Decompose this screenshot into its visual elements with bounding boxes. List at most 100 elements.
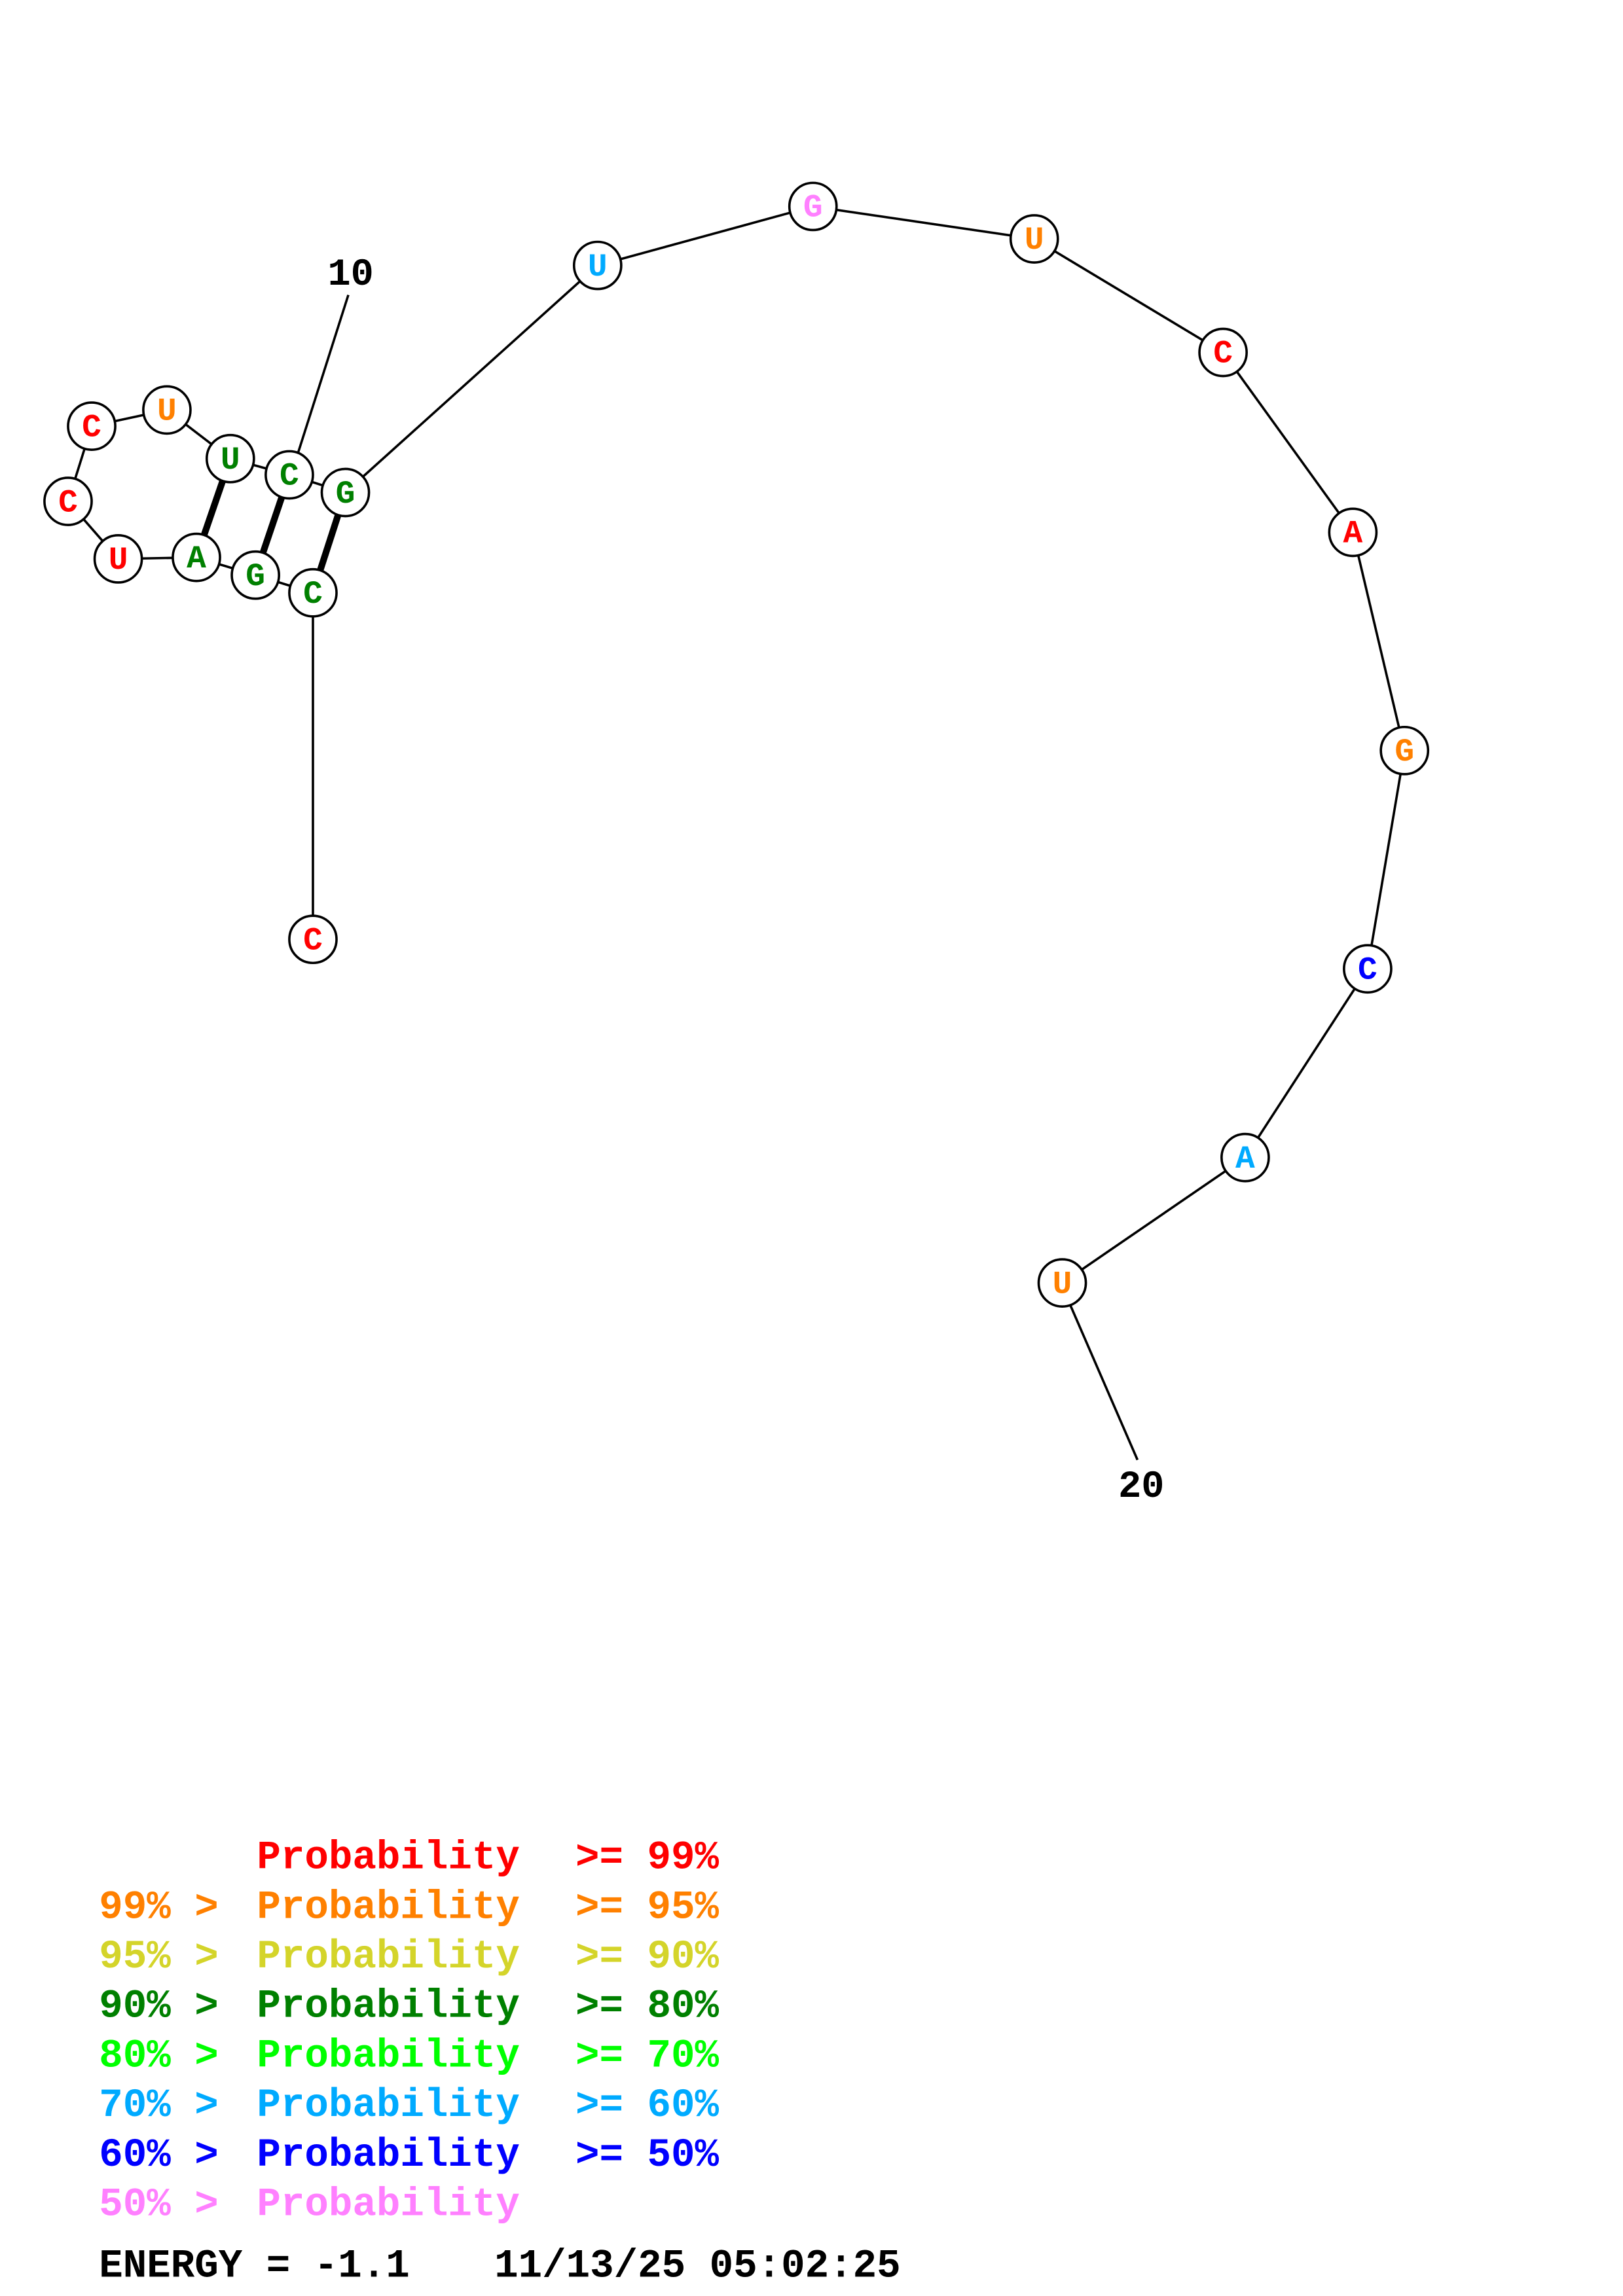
nucleotide-circle (572, 240, 623, 291)
backbone-link (1061, 1157, 1246, 1284)
legend-middle: Probability (257, 2183, 520, 2228)
nucleotide-circle (1198, 327, 1248, 378)
energy-readout: ENERGY = -1.1 (99, 2244, 410, 2289)
nucleotide-circle (288, 914, 338, 965)
nucleotide-circle (142, 385, 192, 435)
nucleotide-5: U (93, 534, 143, 584)
nucleotide-circle (1037, 1258, 1087, 1308)
legend-middle: Probability (257, 1836, 520, 1881)
nucleotide-14: U (1009, 214, 1059, 264)
legend-prefix: 50% > (99, 2183, 219, 2228)
legend-middle: Probability (257, 1935, 520, 1980)
backbone-link (1222, 351, 1354, 533)
nucleotide-letter: U (109, 542, 128, 579)
nucleotide-circle (230, 550, 280, 600)
nucleotide-12: U (572, 240, 623, 291)
nucleotide-letter: C (280, 458, 299, 495)
nucleotide-8: U (142, 385, 192, 435)
nucleotide-7: C (67, 401, 117, 451)
legend-suffix: >= 50% (575, 2133, 720, 2178)
label-20-tick (1068, 1302, 1139, 1461)
nucleotide-17: G (1379, 725, 1430, 776)
nucleotide-16: A (1328, 507, 1378, 558)
legend-prefix: 90% > (99, 1984, 219, 2030)
nucleotide-6: C (43, 476, 93, 526)
backbone-link (344, 264, 599, 493)
nucleotide-circle (205, 433, 255, 484)
nucleotide-letter: G (336, 476, 356, 512)
nucleotide-letter: A (1343, 516, 1363, 552)
nucleotide-2: C (288, 567, 338, 618)
backbone-link (597, 205, 814, 267)
timestamp: 11/13/25 05:02:25 (494, 2244, 901, 2289)
nucleotide-letter: U (221, 442, 240, 478)
nucleotide-circle (1009, 214, 1059, 264)
nucleotide-circle (1343, 944, 1393, 994)
nucleotide-circle (1328, 507, 1378, 558)
nucleotide-circle (93, 534, 143, 584)
legend-middle: Probability (257, 2133, 520, 2178)
backbone-link (1351, 531, 1406, 751)
backbone-link (812, 205, 1034, 240)
nucleotide-letter: G (803, 190, 823, 226)
nucleotide-letter: A (187, 541, 206, 577)
backbone-link (1033, 238, 1224, 354)
legend-middle: Probability (257, 1984, 520, 2030)
nucleotide-circle (1220, 1132, 1270, 1183)
nucleotide-circle (264, 450, 314, 500)
nucleotide-4: A (172, 532, 221, 583)
nucleotide-letter: C (303, 922, 323, 959)
nucleotide-letter: U (588, 249, 608, 285)
position-labels: 10 20 (295, 253, 1164, 1509)
nucleotide-letter: U (157, 393, 177, 430)
nucleotide-18: C (1343, 944, 1393, 994)
legend-middle: Probability (257, 1885, 520, 1930)
nucleotide-20: U (1037, 1258, 1087, 1308)
nucleotide-circle (1379, 725, 1430, 776)
legend-suffix: >= 99% (575, 1836, 720, 1881)
nucleotide-3: G (230, 550, 280, 600)
nucleotide-15: C (1198, 327, 1248, 378)
nucleotide-letter: G (246, 558, 265, 595)
legend-prefix: 80% > (99, 2034, 219, 2079)
nucleotide-letter: C (303, 576, 323, 613)
nucleotide-letter: A (1235, 1141, 1255, 1177)
nucleotide-circle (67, 401, 117, 451)
nucleotide-circle (320, 467, 371, 518)
nucleotide-circle (172, 532, 221, 583)
nucleotide-circle (288, 567, 338, 618)
nucleotide-9: U (205, 433, 255, 484)
legend-middle: Probability (257, 2083, 520, 2128)
nucleotide-letter: G (1395, 734, 1414, 770)
label-10-tick (295, 295, 350, 457)
legend-prefix: 70% > (99, 2083, 219, 2128)
backbone-link (1366, 750, 1406, 969)
legend-suffix: >= 95% (575, 1885, 720, 1930)
nucleotide-13: G (788, 181, 838, 232)
legend-suffix: >= 90% (575, 1935, 720, 1980)
legend-suffix: >= 60% (575, 2083, 720, 2128)
nucleotide-letter: C (1358, 952, 1377, 989)
nucleotide-letter: U (1053, 1266, 1072, 1302)
position-label-10: 10 (327, 253, 373, 296)
position-label-20: 20 (1118, 1465, 1164, 1509)
nucleotide-1: C (288, 914, 338, 965)
nucleotide-19: A (1220, 1132, 1270, 1183)
nucleotide-letter: U (1025, 222, 1044, 259)
legend-suffix: >= 70% (575, 2034, 720, 2079)
legend-suffix: >= 80% (575, 1984, 720, 2030)
legend-prefix: 95% > (99, 1935, 219, 1980)
nucleotide-circle (43, 476, 93, 526)
legend-prefix: 60% > (99, 2133, 219, 2178)
nucleotide-letter: C (82, 409, 101, 446)
backbone-link (1244, 968, 1369, 1158)
nucleotide-letter: C (1213, 336, 1233, 372)
legend-middle: Probability (257, 2034, 520, 2079)
nucleotide-11: G (320, 467, 371, 518)
nucleotide-10: C (264, 450, 314, 500)
probability-legend: Probability>= 99%99% >Probability>= 95%9… (99, 1836, 719, 2228)
nucleotide-circle (788, 181, 838, 232)
nucleotide-letter: C (58, 484, 78, 521)
